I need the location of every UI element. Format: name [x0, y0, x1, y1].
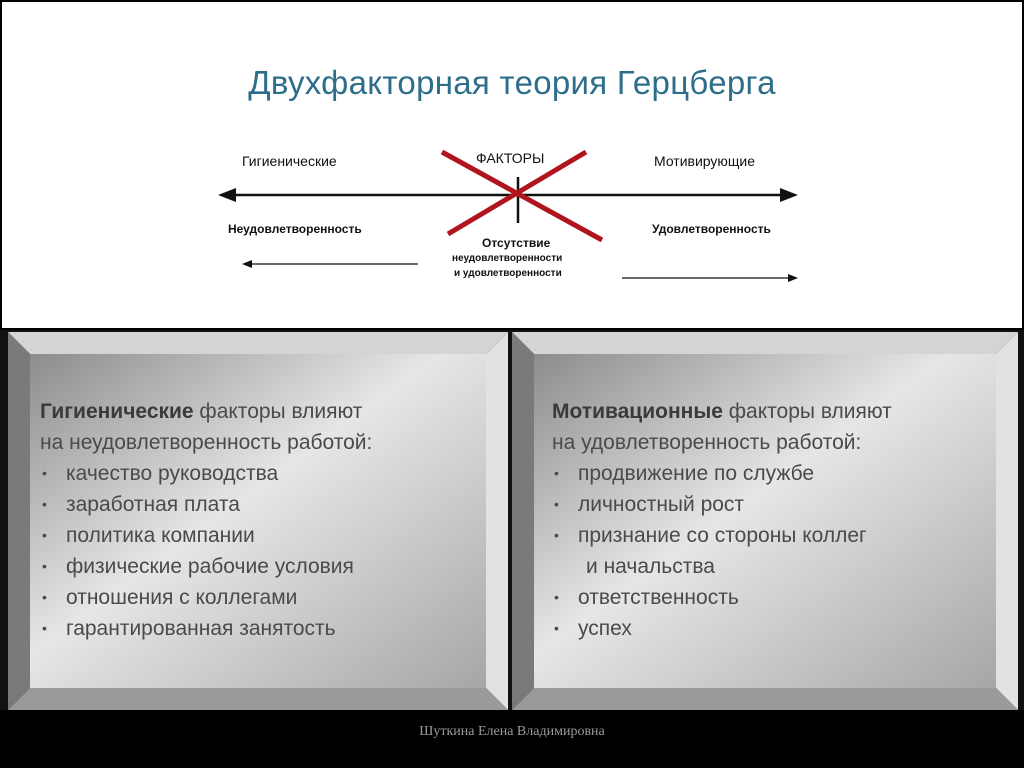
label-absence: Отсутствие [482, 236, 551, 250]
motivation-lead-line2: на удовлетворенность работой: [552, 431, 862, 454]
hygiene-lead-line2: на неудовлетворенность работой: [40, 431, 373, 454]
panels-area: Гигиенические факторы влияют на неудовле… [0, 330, 1024, 710]
list-item-continuation: и начальства [586, 555, 715, 578]
motivation-lead: Мотивационные факторы влияют [552, 396, 1002, 427]
label-absence-line2: неудовлетворенности [452, 253, 563, 264]
motivation-factors-list: •продвижение по службе •личностный рост … [552, 458, 1002, 644]
label-dissatisfaction: Неудовлетворенность [228, 222, 362, 236]
list-item: •признание со стороны коллег [554, 524, 867, 547]
list-item: •физические рабочие условия [42, 555, 354, 578]
list-item: •гарантированная занятость [42, 617, 336, 640]
hygiene-factors-list: •качество руководства •заработная плата … [40, 458, 490, 644]
list-item: •качество руководства [42, 462, 279, 485]
axis-left-arrowhead [218, 188, 236, 202]
slide-header-area: Двухфакторная теория Герцберга Гигиениче… [2, 2, 1022, 328]
list-item: •личностный рост [554, 493, 745, 516]
label-hygiene: Гигиенические [242, 153, 337, 169]
right-panel-bevel [512, 332, 1018, 710]
right-small-arrowhead [788, 274, 798, 282]
label-motivating: Мотивирующие [654, 153, 756, 169]
list-item: •ответственность [554, 586, 739, 609]
axis-right-arrowhead [780, 188, 798, 202]
label-factors: ФАКТОРЫ [476, 150, 545, 166]
list-item: •заработная плата [42, 493, 240, 516]
list-item: •отношения с коллегами [42, 586, 298, 609]
hygiene-text: Гигиенические факторы влияют на неудовле… [40, 396, 490, 644]
list-item: •политика компании [42, 524, 255, 547]
red-cross-stroke-1 [440, 149, 604, 243]
motivation-lead-bold: Мотивационные [552, 400, 723, 423]
red-cross-stroke-2 [446, 149, 588, 237]
hygiene-lead-rest: факторы влияют [193, 400, 363, 423]
motivation-factors-panel: Мотивационные факторы влияют на удовлетв… [512, 332, 1018, 710]
hygiene-lead: Гигиенические факторы влияют [40, 396, 490, 427]
motivation-lead-rest: факторы влияют [722, 400, 892, 423]
motivation-text: Мотивационные факторы влияют на удовлетв… [552, 396, 1002, 644]
left-small-arrowhead [242, 260, 252, 268]
left-panel-bevel [8, 332, 508, 710]
hygiene-factors-panel: Гигиенические факторы влияют на неудовле… [8, 332, 508, 710]
label-absence-line3: и удовлетворенности [454, 268, 562, 279]
herzberg-axis-diagram [218, 149, 798, 282]
slide-title: Двухфакторная теория Герцберга [248, 64, 776, 101]
label-satisfaction: Удовлетворенность [652, 222, 771, 236]
footer-author: Шуткина Елена Владимировна [419, 724, 605, 739]
list-item: •продвижение по службе [554, 462, 815, 485]
hygiene-lead-bold: Гигиенические [40, 400, 194, 423]
list-item: •успех [554, 617, 632, 640]
